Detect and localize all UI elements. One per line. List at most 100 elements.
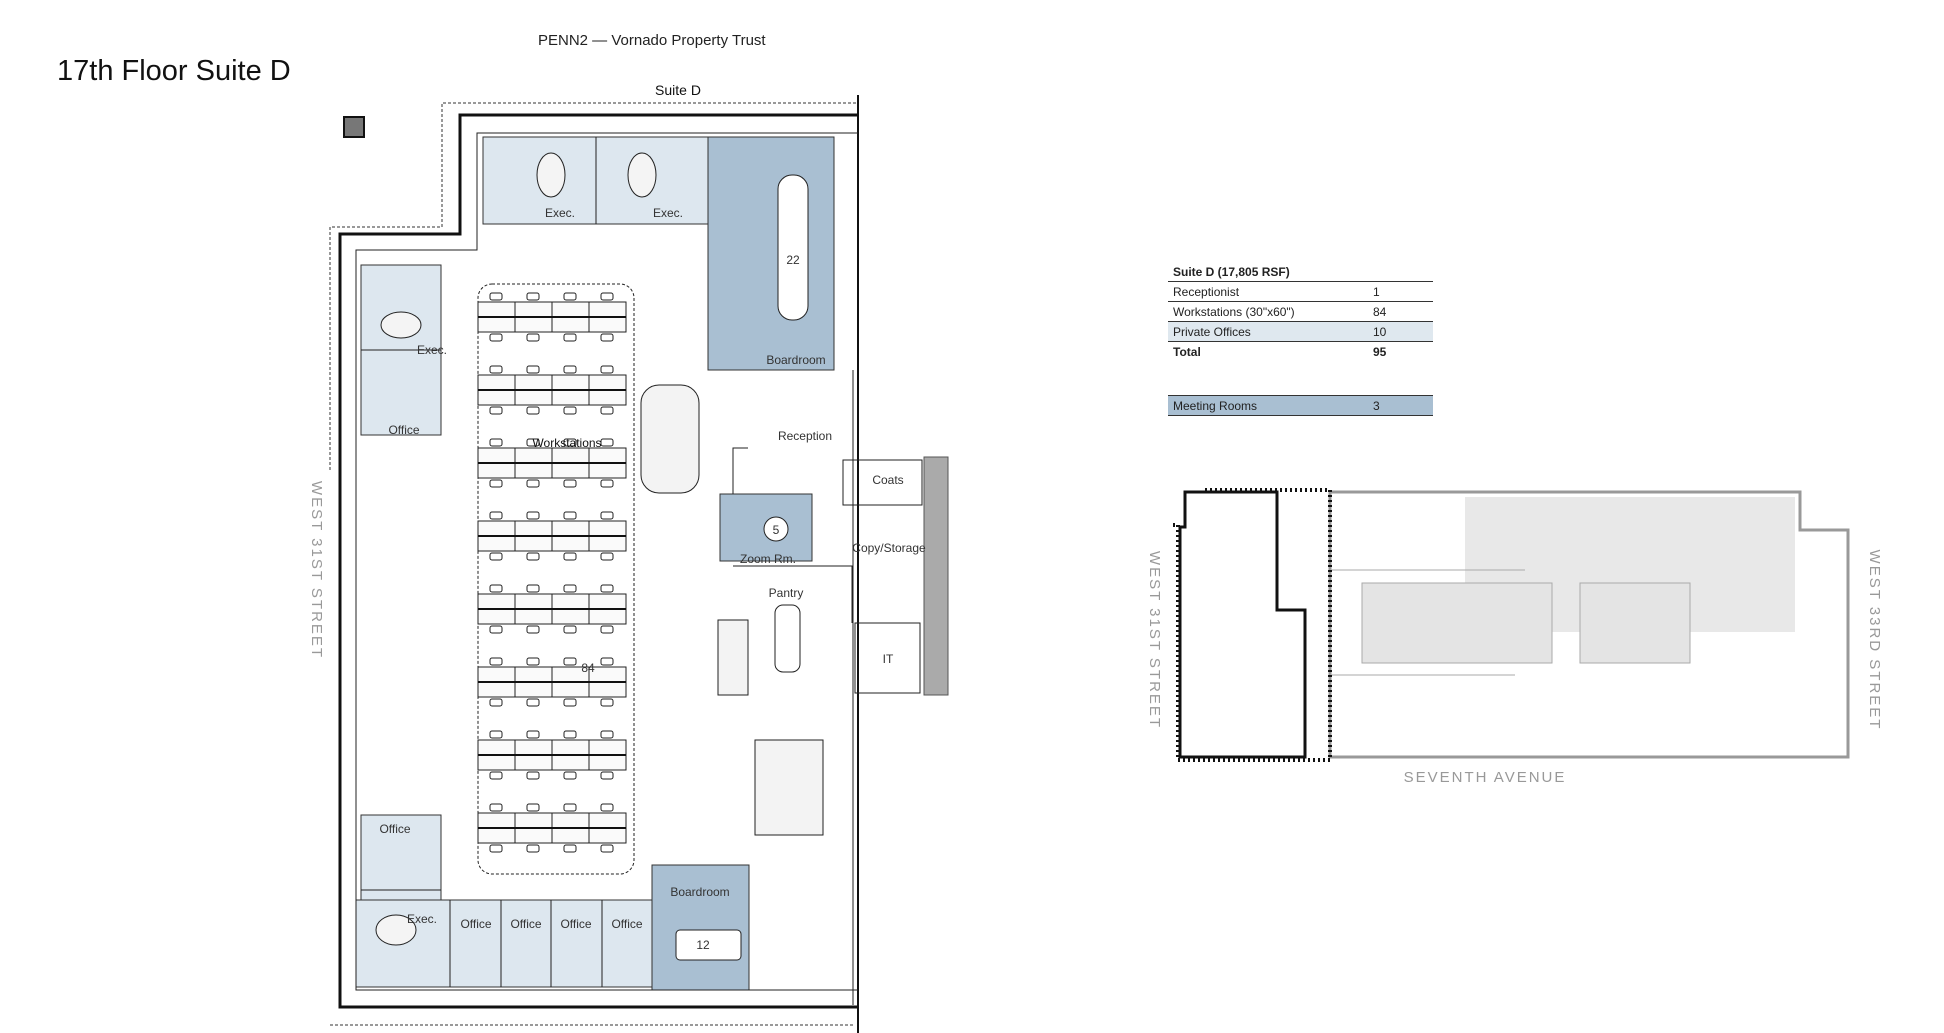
- chair-icon: [489, 844, 503, 853]
- chair-icon: [600, 803, 614, 812]
- chair-icon: [489, 479, 503, 488]
- chair-icon: [526, 625, 540, 634]
- label-boardroom-bottom: Boardroom: [670, 885, 729, 899]
- workstation-desk: [514, 681, 553, 698]
- workstation-desk: [477, 681, 516, 698]
- workstation-desk: [514, 374, 553, 391]
- chair-icon: [526, 511, 540, 520]
- workstation-desk: [477, 316, 516, 333]
- workstation-desk: [588, 301, 627, 318]
- chair-icon: [526, 333, 540, 342]
- label-office-left-bottom: Office: [379, 822, 410, 836]
- row-value: 1: [1368, 281, 1433, 302]
- workstation-desk: [588, 754, 627, 771]
- chair-icon: [489, 803, 503, 812]
- workstation-desk: [477, 812, 516, 829]
- label-copy-storage: Copy/Storage: [852, 541, 926, 555]
- chair-icon: [526, 698, 540, 707]
- page-title: 17th Floor Suite D: [57, 55, 291, 87]
- chair-icon: [489, 552, 503, 561]
- chair-icon: [489, 730, 503, 739]
- page-subtitle: PENN2 — Vornado Property Trust: [538, 32, 766, 49]
- row-label: Workstations (30"x60"): [1168, 301, 1368, 322]
- chair-icon: [563, 584, 577, 593]
- workstation-desk: [477, 447, 516, 464]
- chair-icon: [600, 657, 614, 666]
- chair-icon: [526, 365, 540, 374]
- chair-icon: [563, 365, 577, 374]
- boardroom-top: [707, 136, 835, 371]
- label-office-left: Office: [388, 423, 419, 437]
- keyplan-street-bottom: SEVENTH AVENUE: [1404, 769, 1567, 786]
- core-wall: [923, 456, 949, 696]
- workstation-desk: [514, 812, 553, 829]
- chair-icon: [600, 698, 614, 707]
- interior-walls: [361, 137, 923, 1005]
- boardroom-bottom: [651, 864, 750, 991]
- chair-icon: [600, 292, 614, 301]
- label-workstations: Workstations: [532, 436, 601, 450]
- workstation-desk: [551, 754, 590, 771]
- chair-icon: [563, 292, 577, 301]
- chair-icon: [526, 406, 540, 415]
- label-office-bottom-3: Office: [560, 917, 591, 931]
- label-coats: Coats: [872, 473, 903, 487]
- workstation-desk: [551, 520, 590, 537]
- chair-icon: [489, 333, 503, 342]
- workstation-desk: [551, 681, 590, 698]
- chair-icon: [563, 406, 577, 415]
- workstation-desk: [551, 535, 590, 552]
- workstation-desk: [588, 462, 627, 479]
- workstation-desk: [477, 535, 516, 552]
- label-zoom-room-seats: 5: [773, 523, 780, 537]
- street-label-left: WEST 31ST STREET: [308, 481, 325, 659]
- exterior-wall: [338, 113, 858, 1009]
- workstation-desk: [514, 666, 553, 683]
- workstation-desk: [588, 681, 627, 698]
- chair-icon: [489, 292, 503, 301]
- workstation-desk: [514, 608, 553, 625]
- chair-icon: [526, 438, 540, 447]
- label-office-bottom-1: Office: [460, 917, 491, 931]
- workstation-desk: [477, 389, 516, 406]
- workstation-desk: [477, 520, 516, 537]
- workstation-desk: [514, 462, 553, 479]
- chair-icon: [563, 479, 577, 488]
- workstation-desk: [477, 374, 516, 391]
- workstation-desk: [588, 535, 627, 552]
- meeting-value: 3: [1368, 395, 1433, 416]
- workstation-desk: [514, 389, 553, 406]
- label-pantry: Pantry: [769, 586, 804, 600]
- chair-icon: [489, 365, 503, 374]
- row-value: 84: [1368, 301, 1433, 322]
- column-marker: [343, 116, 365, 138]
- label-exec-bottom: Exec.: [407, 912, 437, 926]
- workstation-desk: [551, 739, 590, 756]
- chair-icon: [526, 657, 540, 666]
- workstation-desk: [514, 593, 553, 610]
- chair-icon: [489, 771, 503, 780]
- label-exec-top-right: Exec.: [653, 206, 683, 220]
- label-exec-top-left: Exec.: [545, 206, 575, 220]
- label-workstation-count: 84: [581, 661, 595, 675]
- key-plan: [1170, 488, 1850, 762]
- workstation-desk: [551, 316, 590, 333]
- workstation-desk: [588, 374, 627, 391]
- workstation-desk: [551, 608, 590, 625]
- chair-icon: [526, 803, 540, 812]
- chair-icon: [489, 438, 503, 447]
- total-label: Total: [1173, 344, 1201, 359]
- chair-icon: [489, 657, 503, 666]
- workstation-desk: [477, 666, 516, 683]
- workstation-desk: [588, 812, 627, 829]
- workstation-desk: [588, 520, 627, 537]
- chair-icon: [489, 698, 503, 707]
- row-label: Private Offices: [1168, 321, 1368, 342]
- workstation-desk: [588, 447, 627, 464]
- workstation-desk: [514, 739, 553, 756]
- label-exec-left: Exec.: [417, 343, 447, 357]
- workstation-desk: [551, 389, 590, 406]
